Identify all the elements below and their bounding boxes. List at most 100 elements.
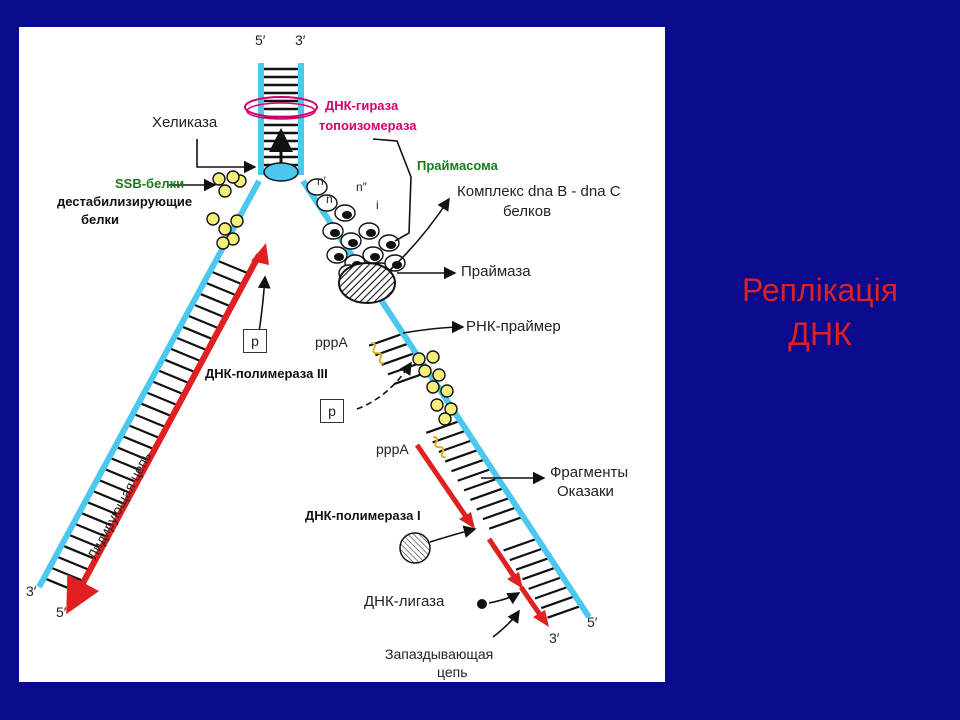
primosome-subunit-core <box>370 253 380 261</box>
base-pair-rung <box>185 313 221 330</box>
gyrase-ring <box>244 96 318 120</box>
base-pair-rung <box>503 537 538 552</box>
dna-ligase-icon <box>477 599 487 609</box>
base-pair-rung <box>126 423 162 440</box>
base-pair-rung <box>49 566 85 583</box>
ssb-protein <box>426 380 440 394</box>
base-pair-rung <box>73 522 108 539</box>
base-pair-rung <box>197 292 233 309</box>
bottom-left-5-prime-label: 5′ <box>56 604 67 620</box>
base-pair-rung <box>438 438 474 454</box>
base-pair-rung <box>168 346 203 363</box>
base-pair-rung <box>61 544 97 561</box>
base-pair-rung <box>457 467 493 482</box>
pppA-label-1: pppA <box>315 334 348 350</box>
topoisomerase-label: топоизомераза <box>319 118 417 133</box>
base-pair-rung <box>85 500 120 517</box>
base-pair-rung <box>108 456 144 473</box>
rna-primer-label: РНК-праймер <box>466 318 561 335</box>
okazaki-label-line2: Оказаки <box>557 483 614 500</box>
ssb-protein <box>418 364 432 378</box>
complex-label-line1: Комплекс dna B - dna C <box>457 183 621 200</box>
ssb-protein <box>444 402 458 416</box>
base-pair-rung <box>43 577 79 594</box>
dna-polymerase-i-label: ДНК-полимераза I <box>305 508 421 523</box>
base-pair-rung <box>150 379 186 396</box>
helicase-label: Хеликаза <box>152 114 218 131</box>
base-pair-rung <box>191 303 227 320</box>
base-pair-rung <box>476 496 512 511</box>
primosome-subunit-core <box>330 229 340 237</box>
base-pair-rung <box>522 566 557 581</box>
bottom-left-3-prime-label: 3′ <box>26 583 37 599</box>
okazaki-fragment-1 <box>414 443 472 523</box>
title-line-1: Реплікація <box>741 272 899 308</box>
primosome-subunit-core <box>334 253 344 261</box>
base-pair-rung <box>482 506 518 521</box>
base-pair-rung <box>132 412 168 429</box>
primosome-subunit-core <box>342 211 352 219</box>
base-pair-rung <box>451 458 486 473</box>
ssb-protein <box>206 212 220 226</box>
dna-polymerase-iii-label: ДНК-полимераза III <box>205 366 328 381</box>
okazaki-fragment-2 <box>486 537 520 583</box>
p-box-2: p <box>320 399 344 423</box>
leading-direction-arrowhead <box>251 243 269 265</box>
okazaki-label-line1: Фрагменты <box>550 464 629 481</box>
base-pair-rung <box>180 324 215 341</box>
ssb-protein <box>430 398 444 412</box>
base-pair-rung <box>463 477 499 492</box>
base-pair-rung <box>444 448 480 463</box>
title-line-2: ДНК <box>788 316 852 352</box>
helicase-icon <box>263 162 299 182</box>
complex-label-line2: белков <box>503 203 552 220</box>
base-pair-rung <box>162 357 198 374</box>
base-pair-rung <box>469 486 505 501</box>
ssb-protein <box>230 214 244 228</box>
base-pair-rung <box>381 351 417 366</box>
base-pair-rung <box>515 556 551 571</box>
ssb-protein <box>432 368 446 382</box>
base-pair-rung <box>209 270 245 287</box>
base-pair-rung <box>509 547 545 562</box>
ssb-protein <box>212 172 226 186</box>
base-pair-rung <box>174 335 209 352</box>
n-double-prime-label: n″ <box>356 180 367 194</box>
slide-title: Реплікація ДНК <box>700 268 940 356</box>
lagging-template-strand <box>300 179 592 619</box>
base-pair-rung <box>138 401 174 418</box>
base-pair-rung <box>547 604 582 619</box>
base-pair-rung <box>102 467 138 484</box>
ssb-protein <box>216 236 230 250</box>
base-pair-rung <box>528 575 564 590</box>
replication-fork-diagram <box>36 63 592 638</box>
gyrase-label: ДНК-гираза <box>325 98 399 113</box>
base-pair-rung <box>67 533 103 550</box>
base-pair-rung <box>114 445 150 462</box>
ssb-protein <box>218 184 232 198</box>
i-label: i <box>376 198 379 212</box>
ssb-protein <box>412 352 426 366</box>
primosome-subunit-core <box>386 241 396 249</box>
primosome-label: Праймасома <box>417 158 498 173</box>
base-pair-rung <box>488 515 524 530</box>
primosome-subunit <box>306 178 328 196</box>
base-pair-rung <box>120 434 156 451</box>
pointer-lines <box>169 138 546 638</box>
top-3-prime-label: 3′ <box>295 32 306 48</box>
diagram-panel: 5′ 3′ Хеликаза ДНК-гираза топоизомераза … <box>19 27 665 682</box>
base-pair-rung <box>203 281 239 298</box>
base-pair-rung <box>156 368 192 385</box>
primosome-subunit <box>316 194 338 212</box>
base-pair-rung <box>534 585 570 600</box>
ssb-protein <box>438 412 452 426</box>
ssb-protein <box>426 350 440 364</box>
ssb-proteins <box>206 170 458 426</box>
base-pair-rung <box>425 419 461 434</box>
primase-label: Праймаза <box>461 263 531 280</box>
bottom-right-5-prime-label: 5′ <box>587 614 598 630</box>
bottom-right-3-prime-label: 3′ <box>549 630 560 646</box>
primase-icon <box>338 262 396 304</box>
p-box-1: p <box>243 329 267 353</box>
dna-ligase-label: ДНК-лигаза <box>364 593 445 610</box>
